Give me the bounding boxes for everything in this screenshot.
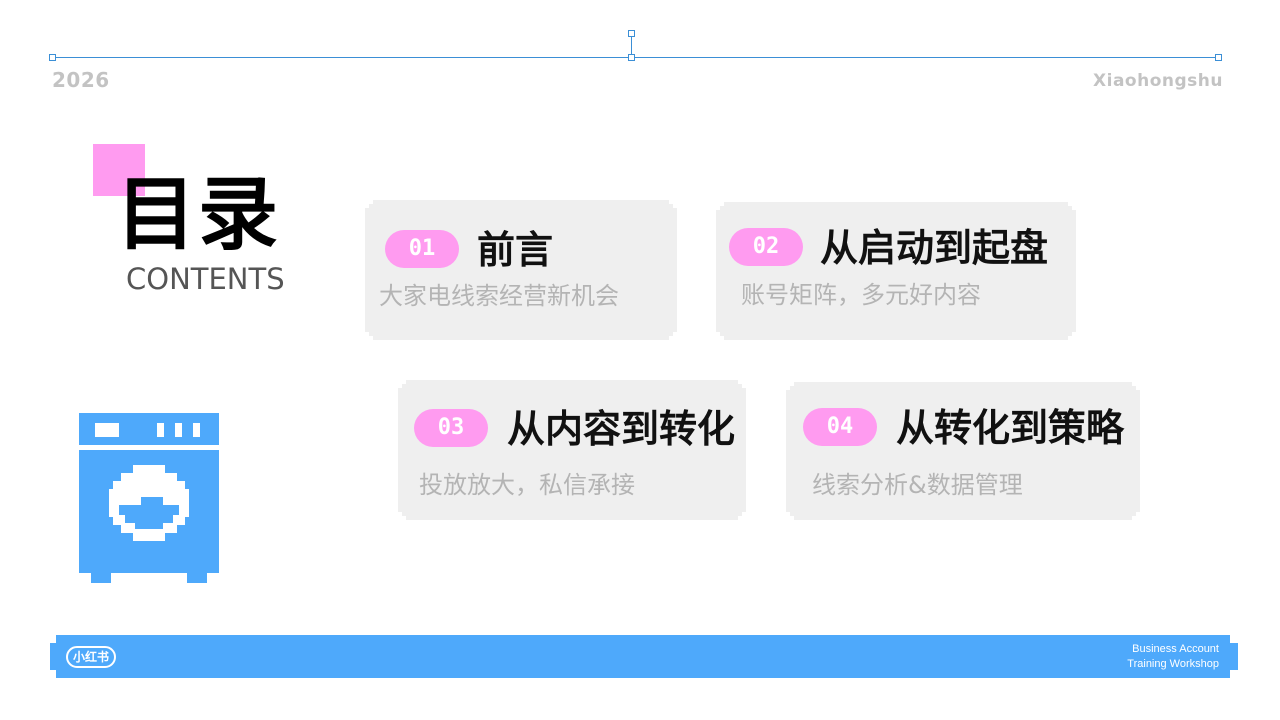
section-subtitle: 大家电线索经营新机会 [379, 282, 619, 310]
guide-handle-left [49, 54, 56, 61]
footer-caption-line1: Business Account [1132, 643, 1219, 655]
page-title-en: CONTENTS [126, 262, 285, 296]
section-number-badge: 02 [729, 228, 803, 266]
guide-handle-top [628, 30, 635, 37]
section-title: 从内容到转化 [507, 407, 736, 451]
section-card-1[interactable]: 01 前言 大家电线索经营新机会 [365, 200, 677, 340]
washing-machine-icon [79, 413, 219, 583]
page-title: 目录 [116, 168, 280, 261]
section-card-4[interactable]: 04 从转化到策略 线索分析&数据管理 [786, 382, 1140, 520]
header-brand: Xiaohongshu [1093, 71, 1223, 91]
footer-notch-right [1228, 643, 1238, 670]
section-number-badge: 01 [385, 230, 459, 268]
footer-notch-left [50, 643, 58, 670]
section-subtitle: 投放放大，私信承接 [419, 471, 635, 499]
section-title: 前言 [477, 228, 554, 272]
footer-caption: Business Account Training Workshop [1127, 642, 1219, 672]
section-title: 从启动到起盘 [820, 226, 1049, 270]
footer-bar [56, 635, 1230, 678]
footer-logo: 小红书 [66, 646, 116, 668]
section-card-2[interactable]: 02 从启动到起盘 账号矩阵，多元好内容 [716, 202, 1076, 340]
section-card-3[interactable]: 03 从内容到转化 投放放大，私信承接 [398, 380, 746, 520]
top-guide-line [52, 57, 1219, 58]
title-accent-square [93, 144, 145, 196]
section-subtitle: 线索分析&数据管理 [812, 471, 1023, 499]
top-guide-stem [631, 34, 632, 58]
footer-caption-line2: Training Workshop [1127, 658, 1219, 670]
section-title: 从转化到策略 [896, 406, 1125, 450]
guide-handle-right [1215, 54, 1222, 61]
guide-handle-center [628, 54, 635, 61]
section-number-badge: 04 [803, 408, 877, 446]
section-subtitle: 账号矩阵，多元好内容 [741, 281, 981, 309]
header-year: 2026 [52, 68, 110, 92]
section-number-badge: 03 [414, 409, 488, 447]
